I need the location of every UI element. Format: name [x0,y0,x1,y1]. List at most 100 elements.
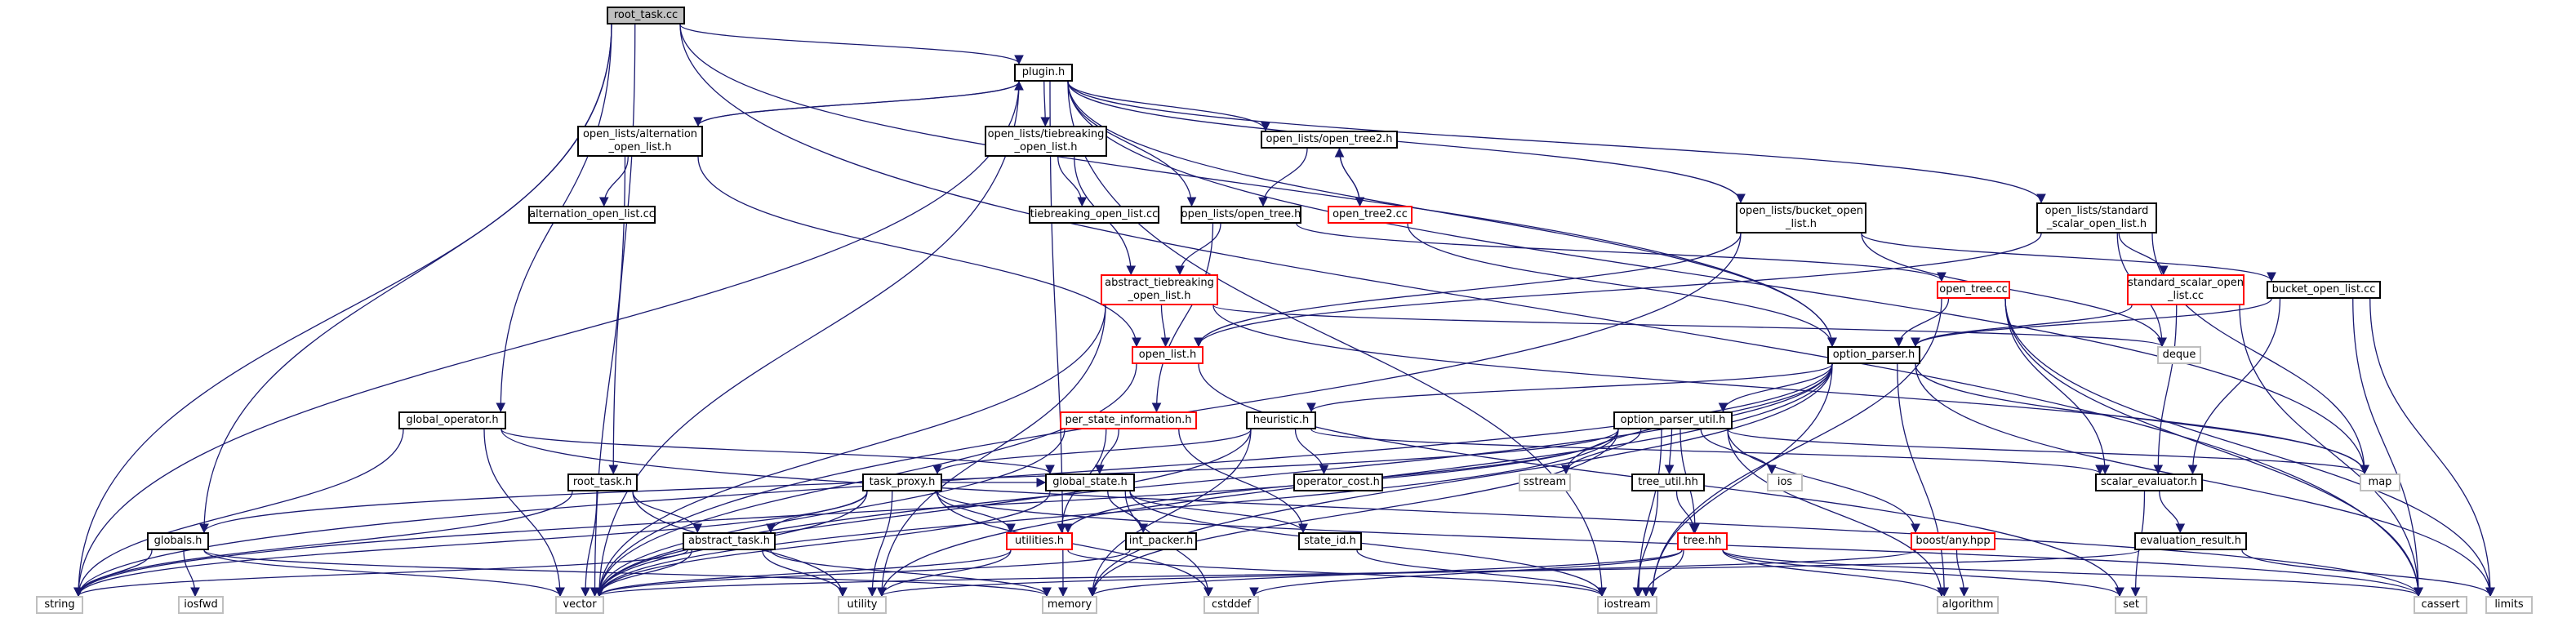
edge-open-tree2-h-to-open-tree-h [1258,148,1308,207]
node-state-id-h[interactable]: state_id.h [1298,532,1362,550]
node-scalar-evaluator-h[interactable]: scalar_evaluator.h [2095,474,2203,491]
edge-utilities-h-to-vector [594,549,1012,598]
node-open-tree-h[interactable]: open_lists/open_tree.h [1181,206,1301,224]
node-option-parser-h[interactable]: option_parser.h [1827,346,1920,364]
edge-open-tree-cc-to-iostream [1648,298,1942,598]
edge-task-proxy-h-to-cstddef [937,491,1213,598]
node-sstream: sstream [1519,474,1571,491]
edge-evaluation-result-h-to-vector [594,549,2140,598]
node-cstddef: cstddef [1203,596,1259,614]
node-heuristic-h[interactable]: heuristic.h [1246,411,1316,429]
node-iosfwd: iosfwd [178,596,224,614]
edge-plugin-h-to-string [73,81,1020,598]
node-utilities-h[interactable]: utilities.h [1006,532,1073,550]
edge-plugin-h-to-option-parser-h [1067,81,1837,348]
node-map: map [2360,474,2400,491]
edge-open-tree-h-to-abstract-tiebreaking-open-list-h [1175,223,1221,276]
node-per-state-information-h[interactable]: per_state_information.h [1060,411,1197,429]
edge-per-state-information-h-to-vector [594,429,1066,598]
node-globals-h[interactable]: globals.h [147,532,209,550]
edge-root-task-cc-to-globals-h [199,24,612,534]
node-tree-util-hh[interactable]: tree_util.hh [1631,474,1705,491]
edge-root-task-cc-to-plugin-h [679,24,1024,65]
edge-open-tree-cc-to-cassert [2004,298,2423,598]
node-abstract-task-h[interactable]: abstract_task.h [683,532,776,550]
node-boost-any-hpp[interactable]: boost/any.hpp [1911,532,1995,550]
edge-bucket-open-list-cc-to-scalar-evaluator-h [2187,298,2281,475]
edge-option-parser-h-to-iostream [1648,363,1833,598]
edge-abstract-tiebreaking-open-list-h-to-open-list-h [1160,305,1171,348]
node-open-list-h[interactable]: open_list.h [1132,346,1203,364]
node-open-tree2-h[interactable]: open_lists/open_tree2.h [1261,131,1398,149]
edge-heuristic-h-to-operator-cost-h [1294,429,1329,475]
node-tiebreaking-open-list-h[interactable]: open_lists/tiebreaking _open_list.h [985,126,1107,157]
node-evaluation-result-h[interactable]: evaluation_result.h [2134,532,2247,550]
node-utility: utility [838,596,887,614]
edge-plugin-h-to-iostream [1067,81,1607,598]
node-vector: vector [555,596,604,614]
edge-tree-hh-to-set [1722,549,2124,598]
node-alternation-open-list-h[interactable]: open_lists/alternation _open_list.h [577,126,703,157]
edge-int-packer-h-to-vector [594,549,1131,598]
edge-option-parser-util-h-to-memory [1088,429,1619,598]
node-tree-hh[interactable]: tree.hh [1677,532,1728,550]
edge-open-tree-cc-to-scalar-evaluator-h [2004,298,2111,475]
edge-option-parser-h-to-vector [594,363,1833,598]
node-global-operator-h[interactable]: global_operator.h [398,411,506,429]
edge-tree-hh-to-cassert [1722,549,2423,598]
node-global-state-h[interactable]: global_state.h [1045,474,1135,491]
edge-globals-h-to-iosfwd [183,549,200,598]
edge-option-parser-util-h-to-boost-any-hpp [1727,429,1920,534]
edge-open-tree-h-to-open-tree-cc [1296,223,1946,282]
edge-plugin-h-to-tiebreaking-open-list-h [1040,81,1051,127]
edge-option-parser-h-to-limits [1915,363,2495,598]
edge-bucket-open-list-h-to-open-list-h [1194,233,1742,348]
edge-tree-hh-to-cstddef [1249,549,1683,598]
node-bucket-open-list-h[interactable]: open_lists/bucket_open _list.h [1736,202,1866,233]
edge-option-parser-util-h-to-vector [594,429,1619,598]
edge-option-parser-h-to-memory [1088,363,1833,598]
node-cassert: cassert [2414,596,2467,614]
node-alternation-open-list-cc[interactable]: alternation_open_list.cc [528,206,656,224]
edge-global-operator-h-to-cassert [501,429,2423,598]
edge-plugin-h-to-standard-scalar-open-list-h [1067,81,2046,204]
edge-standard-scalar-open-list-cc-to-cassert [2239,305,2423,598]
node-tiebreaking-open-list-cc[interactable]: tiebreaking_open_list.cc [1029,206,1159,224]
edge-option-parser-h-to-heuristic-h [1306,363,1833,413]
node-root-task-cc[interactable]: root_task.cc [607,7,685,24]
edge-option-parser-util-h-to-ios [1700,429,1777,475]
edge-root-task-cc-to-root-task-h [608,24,636,475]
node-open-tree2-cc[interactable]: open_tree2.cc [1328,206,1413,224]
edge-utilities-h-to-utility [877,549,1012,598]
node-operator-cost-h[interactable]: operator_cost.h [1293,474,1383,491]
edge-bucket-open-list-h-to-deque [1861,233,2167,348]
node-root-task-h[interactable]: root_task.h [567,474,638,491]
node-standard-scalar-open-list-cc[interactable]: standard_scalar_open _list.cc [2127,274,2245,305]
edge-bucket-open-list-cc-to-cassert [2352,298,2423,598]
node-abstract-tiebreaking-open-list-h[interactable]: abstract_tiebreaking _open_list.h [1101,274,1218,305]
node-task-proxy-h[interactable]: task_proxy.h [862,474,942,491]
edge-open-tree2-cc-to-option-parser-h [1407,223,1837,348]
node-option-parser-util-h[interactable]: option_parser_util.h [1613,411,1733,429]
edge-open-tree-cc-to-option-parser-h [1893,298,1950,348]
node-bucket-open-list-cc[interactable]: bucket_open_list.cc [2267,281,2381,299]
edge-option-parser-util-h-to-tree-util-hh [1664,429,1675,475]
edge-standard-scalar-open-list-cc-to-scalar-evaluator-h [2153,305,2178,475]
edge-task-proxy-h-to-utilities-h [936,491,1016,534]
node-limits: limits [2485,596,2533,614]
edge-global-state-h-to-state-id-h [1129,491,1308,534]
edge-open-tree-cc-to-limits [2004,298,2495,598]
node-standard-scalar-open-list-h[interactable]: open_lists/standard _scalar_open_list.h [2036,202,2157,233]
node-open-tree-cc[interactable]: open_tree.cc [1937,281,2010,299]
edge-abstract-tiebreaking-open-list-h-to-vector [594,305,1106,598]
node-ios: ios [1767,474,1803,491]
node-plugin-h[interactable]: plugin.h [1014,64,1073,82]
edge-standard-scalar-open-list-h-to-open-list-h [1194,233,2042,348]
edge-root-task-h-to-abstract-task-h [632,491,703,534]
edge-option-parser-h-to-algorithm [1897,363,1950,598]
edge-global-operator-h-to-global-state-h [501,429,1055,475]
edge-abstract-task-h-to-string [73,549,688,598]
node-int-packer-h[interactable]: int_packer.h [1125,532,1197,550]
node-memory: memory [1042,596,1097,614]
